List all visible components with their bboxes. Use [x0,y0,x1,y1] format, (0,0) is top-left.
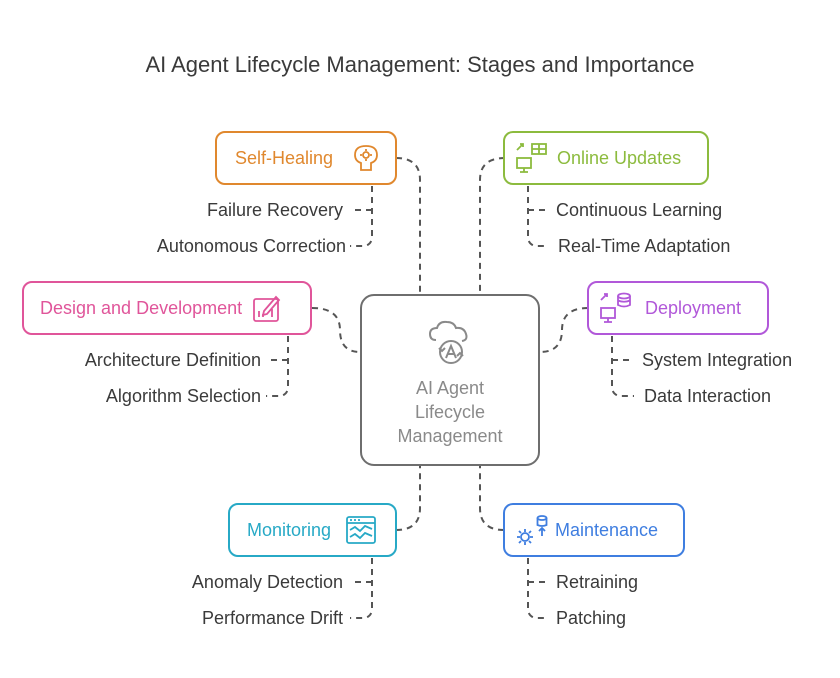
stage-online-updates: Online Updates [503,131,709,185]
stage-maintenance: Maintenance [503,503,685,557]
center-label-line-1: AI Agent [415,378,485,398]
item-failure-recovery: Failure Recovery [206,200,343,220]
item-system-integration: System Integration [642,350,793,370]
stage-monitoring: Monitoring [228,503,397,557]
stage-label: Online Updates [557,147,682,168]
stage-design-and-development: Design and Development [22,281,312,335]
item-continuous-learning: Continuous Learning [556,200,723,220]
center-label-line-3: Management [397,426,503,446]
stage-label: Deployment [645,297,742,318]
stage-label: Self-Healing [235,147,334,168]
item-real-time-adaptation: Real-Time Adaptation [558,236,731,256]
center-label-line-2: Lifecycle [414,402,486,422]
item-autonomous-correction: Autonomous Correction [156,236,346,256]
item-patching: Patching [556,608,627,628]
stage-label: Design and Development [40,297,243,318]
brain-head-icon [351,143,381,173]
diagram-title: AI Agent Lifecycle Management: Stages an… [145,52,695,77]
stage-deployment: Deployment [587,281,769,335]
center-node: AI Agent Lifecycle Management [360,294,540,466]
cloud-cycle-icon [426,318,476,371]
item-performance-drift: Performance Drift [201,608,343,628]
design-pencil-icon [252,293,282,323]
stage-label: Maintenance [555,519,659,540]
monitor-chart-icon [345,515,377,545]
monitor-update-icon [515,142,549,174]
item-retraining: Retraining [556,572,639,592]
stage-label: Monitoring [247,519,332,540]
server-deploy-icon [599,292,633,324]
item-architecture-definition: Architecture Definition [84,350,261,370]
item-data-interaction: Data Interaction [644,386,772,406]
item-anomaly-detection: Anomaly Detection [191,572,343,592]
item-algorithm-selection: Algorithm Selection [105,386,261,406]
stage-self-healing: Self-Healing [215,131,397,185]
gear-database-icon [515,514,549,546]
